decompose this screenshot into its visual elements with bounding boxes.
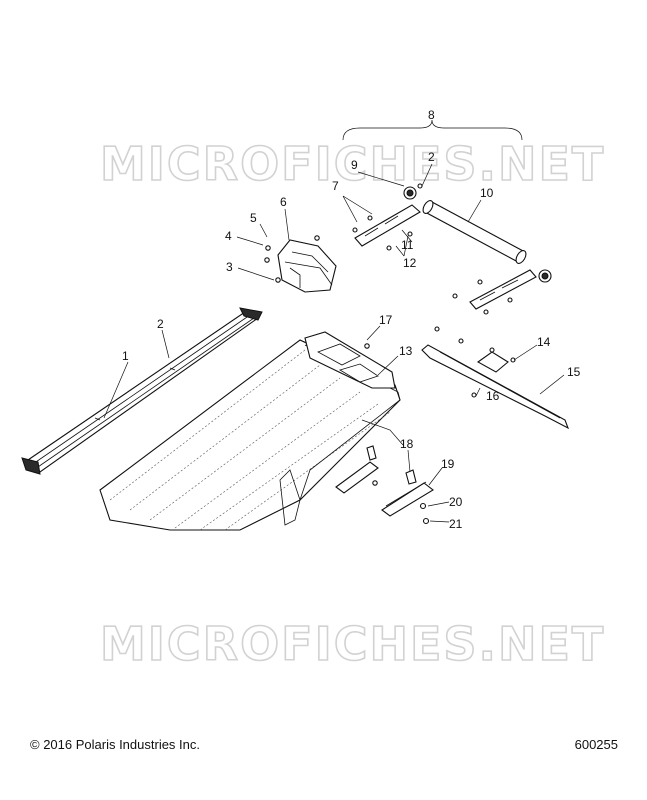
callout-19: 19: [441, 457, 455, 471]
watermark-top: MICROFICHES.NET: [100, 137, 605, 191]
callout-2-arm: 2: [428, 150, 435, 164]
callout-6: 6: [280, 195, 287, 209]
callout-15: 15: [567, 365, 581, 379]
copyright-text: © 2016 Polaris Industries Inc.: [30, 737, 200, 752]
callout-20: 20: [449, 495, 463, 509]
callout-4: 4: [225, 229, 232, 243]
flap-part: [421, 326, 570, 430]
assembly-bracket: [342, 119, 523, 141]
callout-7: 7: [332, 179, 339, 193]
callout-18: 18: [400, 437, 414, 451]
callout-8: 8: [428, 108, 435, 122]
callout-10: 10: [480, 186, 494, 200]
callout-2-rail: 2: [157, 317, 164, 331]
callout-3: 3: [226, 260, 233, 274]
rail-part: [21, 307, 263, 475]
arm-assembly: [352, 183, 552, 315]
watermark-bottom: MICROFICHES.NET: [100, 617, 605, 671]
tunnel-body: [99, 331, 401, 531]
bumper-parts: [314, 235, 434, 525]
leader-lines: [103, 163, 565, 523]
callout-16: 16: [486, 389, 500, 403]
reservoir-part: [264, 239, 337, 293]
callout-1: 1: [122, 349, 129, 363]
diagram-number: 600255: [574, 737, 618, 752]
callout-17: 17: [379, 313, 393, 327]
callout-5: 5: [250, 211, 257, 225]
callout-11: 11: [401, 238, 414, 252]
callout-9: 9: [351, 158, 358, 172]
callout-21: 21: [449, 517, 463, 531]
callout-13: 13: [399, 344, 413, 358]
callouts: 1 2 3 4 5 6 7 8 9 2 10 11 12 13 14 15 16…: [122, 108, 581, 531]
callout-14: 14: [537, 335, 551, 349]
callout-12: 12: [403, 256, 417, 270]
